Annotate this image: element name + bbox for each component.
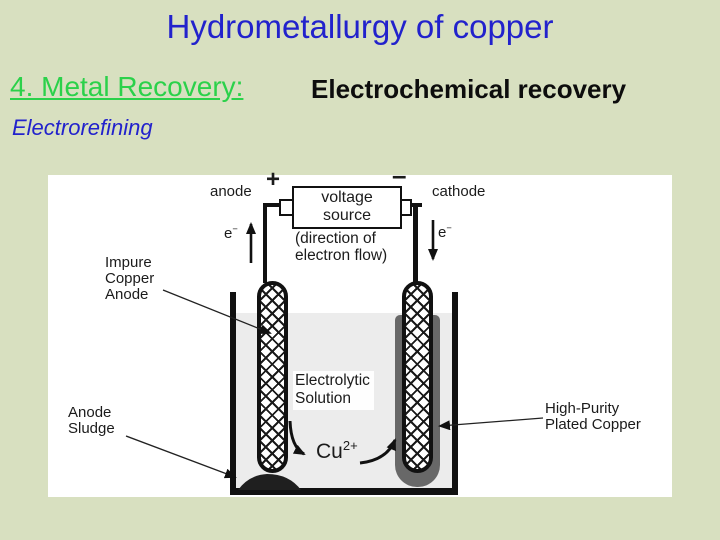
impure-copper-anode-label: Impure Copper Anode bbox=[105, 254, 155, 303]
wire-anode-vertical bbox=[263, 203, 267, 283]
electrorefining-diagram: voltage source anode + – cathode (direct bbox=[48, 162, 672, 497]
anode-sludge-label: Anode Sludge bbox=[68, 404, 115, 437]
high-purity-plated-copper-label: High-Purity Plated Copper bbox=[545, 400, 641, 433]
voltage-source-box: voltage source bbox=[292, 186, 402, 229]
electrolytic-solution-label: Electrolytic Solution bbox=[293, 371, 374, 410]
copper-ion-label: Cu2+ bbox=[316, 438, 358, 463]
electron-label-right: e− bbox=[438, 223, 452, 241]
section-heading: 4. Metal Recovery: bbox=[10, 71, 244, 102]
process-label: Electrorefining bbox=[12, 115, 153, 140]
anode-electrode bbox=[257, 281, 288, 473]
electron-label-left: e− bbox=[224, 224, 238, 242]
minus-sign: – bbox=[392, 160, 407, 190]
wire-cathode-vertical bbox=[413, 203, 418, 283]
voltage-source-label: voltage bbox=[321, 189, 373, 206]
cathode-terminal-label: cathode bbox=[432, 183, 486, 200]
electron-flow-direction-label: (direction of electron flow) bbox=[295, 230, 388, 264]
cathode-electrode bbox=[402, 281, 433, 473]
anode-terminal-label: anode bbox=[210, 183, 252, 200]
tank-wall-bottom bbox=[230, 488, 458, 495]
plus-sign: + bbox=[266, 166, 281, 193]
tank-wall-left bbox=[230, 292, 236, 495]
tank-wall-right bbox=[452, 292, 458, 495]
anode-sludge-leader-arrow bbox=[125, 435, 237, 479]
method-heading: Electrochemical recovery bbox=[311, 74, 627, 104]
slide-title: Hydrometallurgy of copper bbox=[166, 8, 554, 45]
